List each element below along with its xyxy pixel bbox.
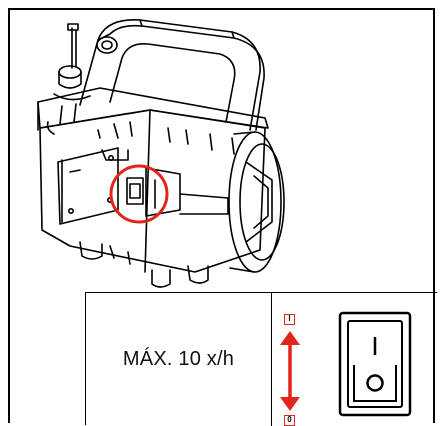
pump-illustration — [37, 19, 285, 288]
power-switch-icon — [126, 177, 144, 205]
handle-inner — [109, 42, 236, 123]
handle-outer — [79, 19, 261, 131]
control-box — [57, 147, 119, 225]
switch-cell: I 0 — [272, 293, 438, 426]
diagram-frame: MÁX. 10 x/h I 0 — [8, 8, 438, 426]
max-frequency-label: MÁX. 10 x/h — [122, 348, 235, 370]
position-on-label: I — [284, 314, 295, 325]
switch-info-panel: MÁX. 10 x/h I 0 — [85, 292, 438, 426]
oil-cap-icon — [58, 65, 82, 79]
panel-divider — [271, 293, 272, 426]
body-front — [39, 109, 266, 273]
frequency-cell: MÁX. 10 x/h — [86, 293, 271, 426]
double-arrow-icon — [280, 331, 300, 411]
rocker-switch-icon — [338, 311, 412, 417]
position-off-label: 0 — [284, 415, 295, 426]
switch-highlight-circle — [109, 164, 169, 224]
handle-ring-icon — [96, 36, 118, 54]
